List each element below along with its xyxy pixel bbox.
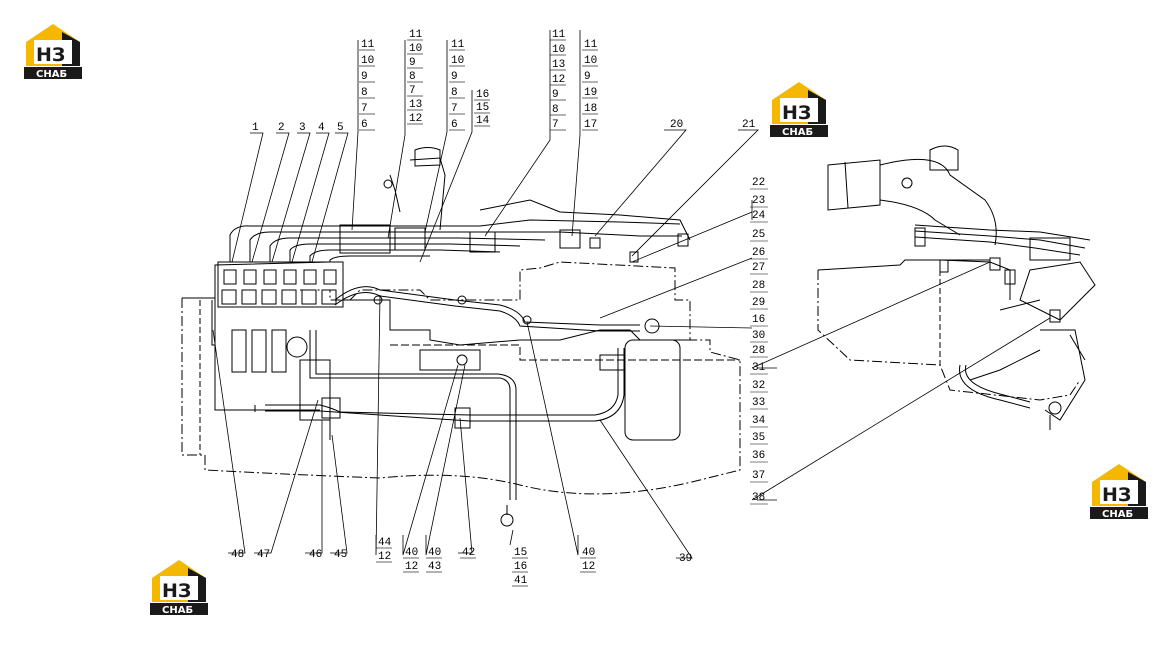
callout-number: 40	[428, 547, 441, 559]
callout-number: 44	[378, 537, 392, 549]
svg-text:СНАБ: СНАБ	[162, 605, 193, 616]
callout-number: 36	[752, 450, 765, 462]
callout-number: 10	[451, 55, 464, 67]
svg-text:НЗ: НЗ	[36, 44, 65, 66]
callout-number: 34	[752, 415, 766, 427]
callout-number: 9	[584, 71, 591, 83]
watermark-logo: НЗ СНАБ	[1088, 462, 1150, 520]
callout-number: 11	[584, 39, 598, 51]
callout-number: 23	[752, 195, 765, 207]
callout-number: 16	[752, 314, 765, 326]
callout-number: 10	[552, 44, 565, 56]
svg-text:НЗ: НЗ	[782, 102, 811, 124]
svg-text:СНАБ: СНАБ	[1102, 509, 1133, 520]
callout-number: 8	[361, 87, 368, 99]
svg-text:СНАБ: СНАБ	[782, 127, 813, 138]
callout-number: 10	[584, 55, 597, 67]
callout-number: 12	[409, 113, 422, 125]
callout-number: 41	[514, 575, 528, 587]
callout-number: 7	[409, 85, 416, 97]
callout-number: 8	[409, 71, 416, 83]
callout-number: 20	[670, 119, 683, 131]
callout-number: 10	[409, 43, 422, 55]
callout-number: 12	[405, 561, 418, 573]
callout-number: 11	[552, 29, 566, 41]
callout-number: 31	[752, 362, 766, 374]
callout-number: 4	[318, 122, 325, 134]
callout-number: 21	[742, 119, 756, 131]
callout-number: 5	[337, 122, 344, 134]
logo-icon: НЗ СНАБ	[770, 82, 828, 138]
logo-icon: НЗ СНАБ	[150, 560, 208, 616]
callout-number: 11	[409, 29, 423, 41]
svg-text:НЗ: НЗ	[1102, 484, 1131, 506]
callout-number: 17	[584, 119, 597, 131]
callout-number: 9	[552, 89, 559, 101]
callout-number: 35	[752, 432, 765, 444]
callout-number: 39	[679, 553, 692, 565]
svg-text:НЗ: НЗ	[162, 580, 191, 602]
callout-number: 45	[334, 549, 347, 561]
callout-number: 18	[584, 103, 597, 115]
callout-number: 9	[361, 71, 368, 83]
callout-number: 6	[451, 119, 458, 131]
callout-number: 11	[451, 39, 465, 51]
callout-number: 12	[378, 551, 391, 563]
callout-number: 15	[514, 547, 527, 559]
callout-number: 48	[231, 549, 244, 561]
callout-number: 6	[361, 119, 368, 131]
callout-number: 24	[752, 210, 766, 222]
watermark-logo: НЗ СНАБ	[768, 80, 830, 138]
callout-number: 46	[309, 549, 322, 561]
callout-number: 47	[257, 549, 270, 561]
callout-number: 9	[451, 71, 458, 83]
logo-icon: НЗ СНАБ	[1090, 464, 1148, 520]
callout-number: 14	[476, 115, 490, 127]
callout-number: 30	[752, 330, 765, 342]
callout-number: 11	[361, 39, 375, 51]
callout-number: 28	[752, 345, 765, 357]
callout-number: 7	[451, 103, 458, 115]
logo-icon: НЗ СНАБ	[24, 24, 82, 80]
callout-number: 38	[752, 492, 765, 504]
callout-number: 2	[278, 122, 285, 134]
callout-number: 25	[752, 229, 765, 241]
callout-number: 16	[476, 89, 489, 101]
callout-number: 26	[752, 247, 765, 259]
callout-number: 43	[428, 561, 441, 573]
callout-number: 40	[582, 547, 595, 559]
callout-number: 28	[752, 280, 765, 292]
callout-number: 37	[752, 470, 765, 482]
callout-number: 8	[552, 104, 559, 116]
callout-number: 19	[584, 87, 597, 99]
callout-number: 8	[451, 87, 458, 99]
callout-number: 10	[361, 55, 374, 67]
callout-number: 9	[409, 57, 416, 69]
callout-number: 15	[476, 102, 489, 114]
callout-number: 40	[405, 547, 418, 559]
callout-number: 29	[752, 297, 765, 309]
callout-number: 13	[409, 99, 422, 111]
callout-number: 16	[514, 561, 527, 573]
watermark-logo: НЗ СНАБ	[22, 22, 84, 80]
callout-number: 22	[752, 177, 765, 189]
callout-number: 33	[752, 397, 765, 409]
callout-number: 1	[252, 122, 259, 134]
callout-number: 12	[552, 74, 565, 86]
callout-number: 12	[582, 561, 595, 573]
callout-number: 3	[299, 122, 306, 134]
callout-number: 42	[462, 547, 475, 559]
svg-text:СНАБ: СНАБ	[36, 69, 67, 80]
watermark-logo: НЗ СНАБ	[148, 558, 210, 616]
callout-number: 27	[752, 262, 765, 274]
callout-number: 7	[361, 103, 368, 115]
callout-number: 13	[552, 59, 565, 71]
callout-number: 32	[752, 380, 765, 392]
callout-number: 7	[552, 119, 559, 131]
